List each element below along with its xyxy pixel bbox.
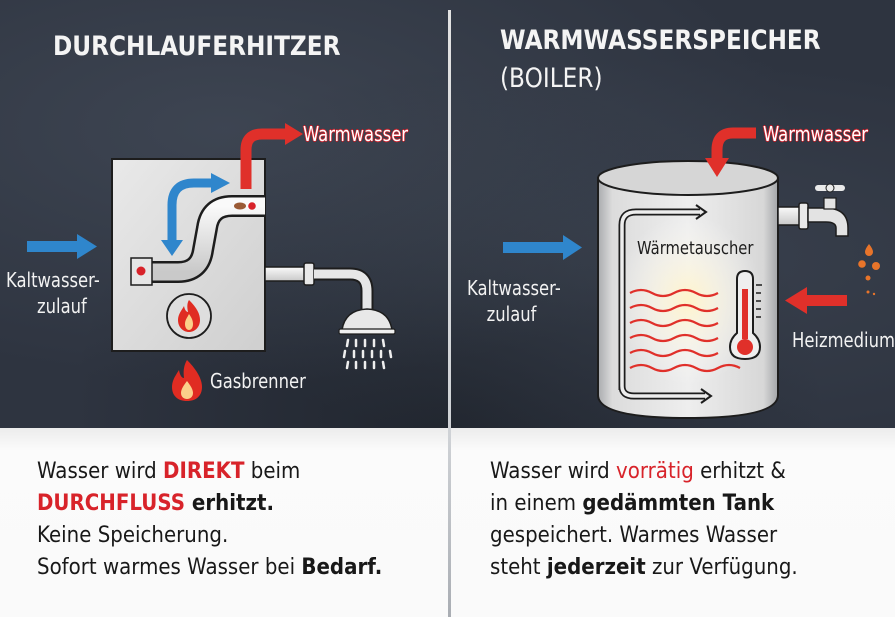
flow-heater-unit <box>111 158 266 352</box>
description-left: Wasser wird DIREKT beim DURCHFLUSS erhit… <box>37 455 382 583</box>
cold-water-arrow-left <box>27 234 97 259</box>
title-warmwasserspeicher: WARMWASSERSPEICHER (BOILER) <box>500 22 821 98</box>
title-durchlauferhitzer: DURCHLAUFERHITZER <box>53 31 341 62</box>
desc-line: DURCHFLUSS erhitzt. <box>37 490 274 516</box>
label-waermetauscher: Wärmetauscher <box>637 238 754 259</box>
section-divider <box>448 10 451 617</box>
title-subtitle: (BOILER) <box>500 63 603 94</box>
shower-head-icon <box>264 262 396 370</box>
label-line: zulauf <box>37 294 87 318</box>
gas-burner-flame-icon <box>172 360 202 401</box>
label-gasbrenner: Gasbrenner <box>210 369 306 393</box>
cold-water-arrow-right <box>503 235 582 260</box>
description-panel <box>0 428 895 617</box>
warm-water-arrow-right <box>705 127 756 177</box>
desc-line: Wasser wird DIREKT beim <box>37 458 301 484</box>
label-heizmedium: Heizmedium <box>792 328 895 352</box>
description-right: Wasser wird vorrätig erhitzt & in einem … <box>490 455 798 583</box>
label-line: Kaltwasser- <box>6 268 100 292</box>
faucet-icon <box>777 183 849 237</box>
desc-line: Wasser wird vorrätig erhitzt & <box>490 458 786 484</box>
label-line: Kaltwasser- <box>467 276 561 300</box>
desc-line: steht jederzeit zur Verfügung. <box>490 554 798 580</box>
warm-water-arrow-left <box>240 123 303 189</box>
diagram-graphics <box>27 123 880 420</box>
label-line: zulauf <box>486 302 537 326</box>
desc-line: gespeichert. Warmes Wasser <box>490 522 778 548</box>
desc-line: in einem gedämmten Tank <box>490 490 775 516</box>
water-drops <box>858 244 880 296</box>
label-warmwasser-left: Warmwasser <box>303 122 409 146</box>
desc-line: Keine Speicherung. <box>37 522 229 548</box>
title-main: WARMWASSERSPEICHER <box>500 25 821 56</box>
desc-line: Sofort warmes Wasser bei Bedarf. <box>37 554 383 580</box>
label-kaltwasserzulauf-left: Kaltwasser- zulauf <box>6 267 100 319</box>
heating-medium-arrow <box>785 287 847 314</box>
label-kaltwasserzulauf-right: Kaltwasser- zulauf <box>467 275 561 327</box>
thermometer-icon <box>728 269 762 361</box>
label-warmwasser-right: Warmwasser <box>763 122 869 146</box>
storage-tank <box>597 160 779 420</box>
